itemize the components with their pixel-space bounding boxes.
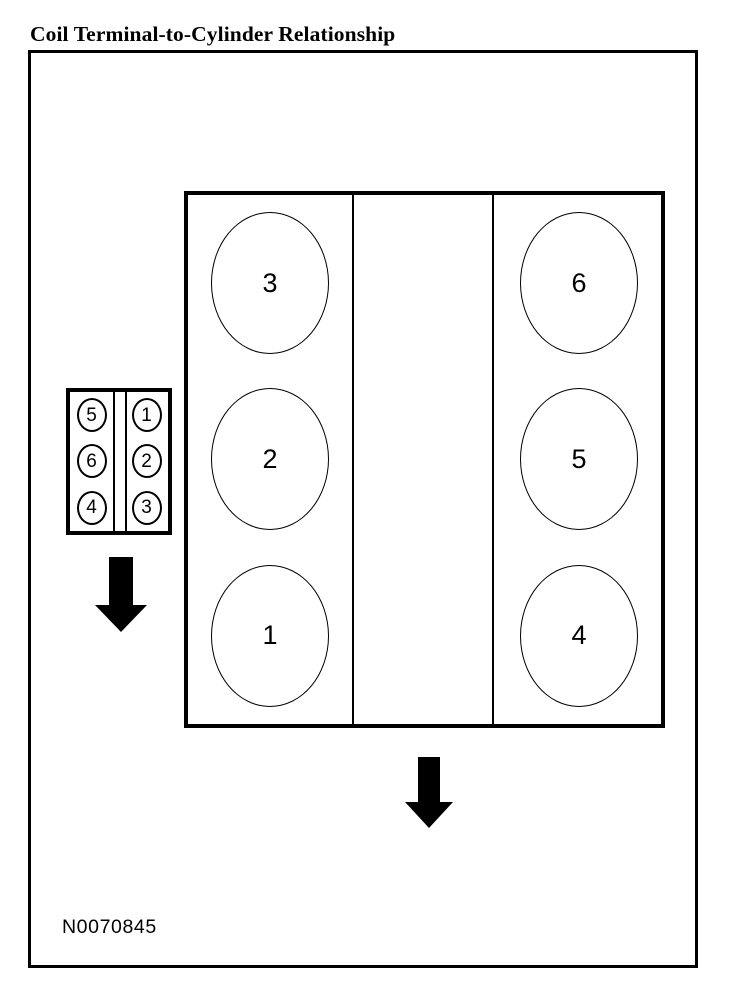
coil-terminal: 1 [131, 398, 162, 433]
cylinder: 2 [211, 388, 329, 531]
cylinder: 4 [520, 564, 638, 707]
cylinder: 6 [520, 212, 638, 355]
coil-column-divider-right [125, 392, 127, 531]
coil-terminal: 3 [131, 490, 162, 525]
cylinder: 1 [211, 564, 329, 707]
engine-bank-divider-left [352, 195, 354, 724]
engine-bank-divider-right [492, 195, 494, 724]
coil-column-divider-left [113, 392, 115, 531]
coil-terminal-column-right: 1 2 3 [125, 392, 168, 531]
cylinder: 3 [211, 212, 329, 355]
cylinder: 5 [520, 388, 638, 531]
down-arrow-icon [94, 557, 148, 638]
cylinder-bank-left: 3 2 1 [188, 195, 352, 724]
engine-block: 3 2 1 6 5 4 [184, 191, 665, 728]
coil-connector-block: 5 6 4 1 2 3 [66, 388, 172, 535]
coil-terminal-column-left: 5 6 4 [70, 392, 113, 531]
coil-terminal: 2 [131, 444, 162, 479]
figure-reference-number: N0070845 [62, 916, 157, 938]
coil-terminal: 4 [76, 490, 107, 525]
down-arrow-icon [404, 757, 454, 834]
page-title: Coil Terminal-to-Cylinder Relationship [30, 22, 396, 46]
coil-terminal: 5 [76, 398, 107, 433]
cylinder-bank-right: 6 5 4 [497, 195, 661, 724]
coil-terminal: 6 [76, 444, 107, 479]
